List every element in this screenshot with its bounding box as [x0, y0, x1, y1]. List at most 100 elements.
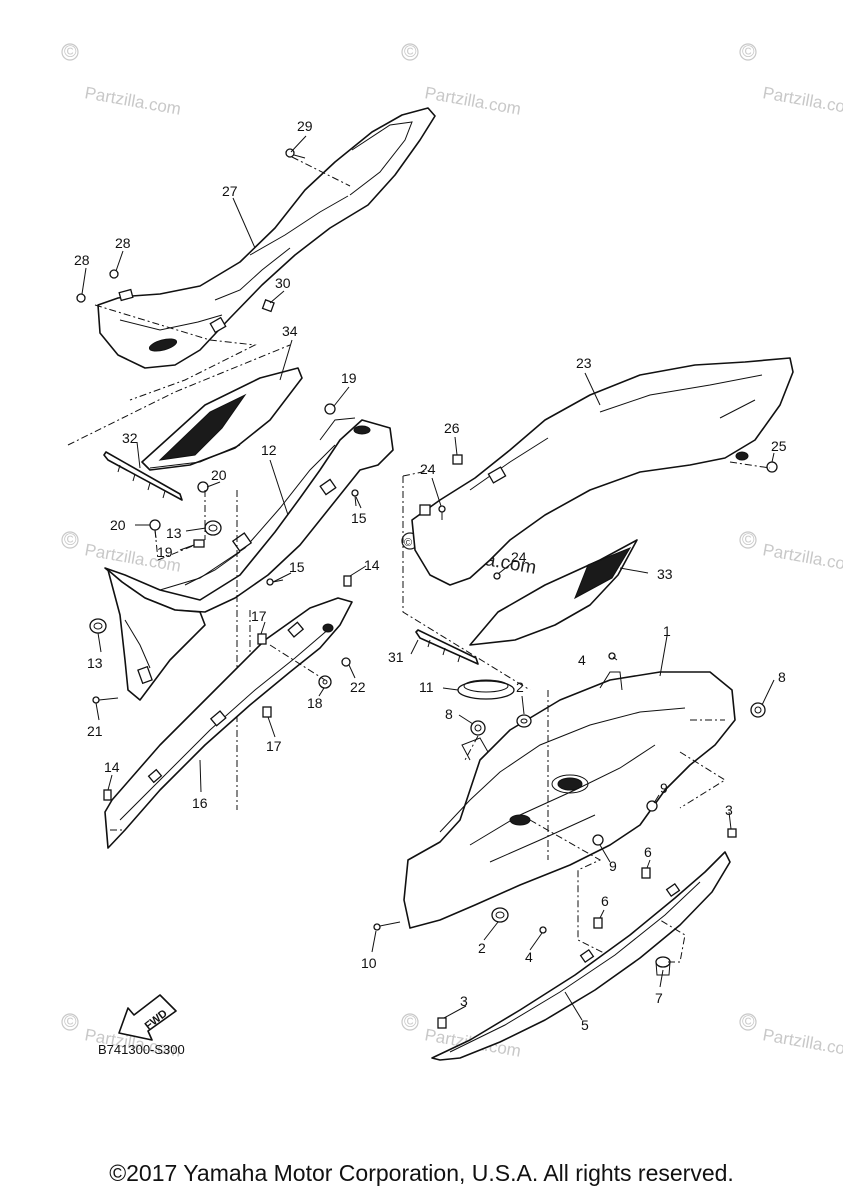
callout-16: 16: [192, 795, 208, 811]
part-5-lower-right-strip[interactable]: [431, 851, 731, 1061]
part-13-left-lower-panel[interactable]: [107, 569, 206, 701]
screw-10[interactable]: [373, 921, 401, 931]
callout-17: 17: [251, 608, 267, 624]
callout-15: 15: [289, 559, 305, 575]
nut-26[interactable]: [452, 454, 463, 465]
part-1-main-panel[interactable]: [403, 671, 736, 929]
watermark: © Partzilla.com: [739, 1012, 843, 1061]
watermark: ©Partzilla.com: [739, 42, 843, 119]
part-16-lower-left-strip[interactable]: [104, 597, 353, 849]
svg-text:©: ©: [404, 1012, 417, 1031]
callout-9: 9: [609, 858, 617, 874]
leader-lines: [81, 135, 775, 1021]
callout-14: 14: [364, 557, 380, 573]
screw-25[interactable]: [766, 461, 778, 473]
callout-25: 25: [771, 438, 787, 454]
callout-34: 34: [282, 323, 298, 339]
clip-6a[interactable]: [641, 867, 651, 879]
clip-17a[interactable]: [257, 633, 267, 645]
callout-26: 26: [444, 420, 460, 436]
bolt-8a[interactable]: [470, 720, 486, 736]
grommet-2b[interactable]: [491, 907, 509, 923]
screw-20b[interactable]: [149, 519, 161, 539]
fwd-arrow-icon: FWD: [118, 994, 177, 1041]
callout-23: 23: [576, 355, 592, 371]
callout-12: 12: [261, 442, 277, 458]
svg-text:©: ©: [64, 530, 77, 549]
nut-30[interactable]: [261, 299, 275, 313]
screw-29[interactable]: [285, 148, 306, 159]
plug-7[interactable]: [655, 956, 671, 976]
part-33-right-decal[interactable]: [469, 539, 638, 646]
svg-text:Partzilla.com: Partzilla.com: [423, 83, 522, 119]
callout-2: 2: [516, 679, 524, 695]
svg-text:Partzilla.com: Partzilla.com: [761, 1025, 843, 1061]
callout-29: 29: [297, 118, 313, 134]
grommet-2a[interactable]: [516, 714, 532, 728]
callout-13: 13: [87, 655, 103, 671]
screw-15a[interactable]: [351, 489, 359, 507]
clip-14a[interactable]: [343, 575, 352, 587]
clip-3a[interactable]: [727, 828, 737, 838]
grommet-22[interactable]: [341, 657, 351, 667]
callout-30: 30: [275, 275, 291, 291]
bolt-28b[interactable]: [109, 269, 119, 279]
svg-text:Partzilla.com: Partzilla.com: [83, 83, 182, 119]
screw-19a[interactable]: [324, 403, 336, 415]
callout-4: 4: [525, 949, 533, 965]
cap-11[interactable]: [457, 679, 515, 700]
screw-21[interactable]: [92, 696, 119, 704]
copyright-notice: ©2017 Yamaha Motor Corporation, U.S.A. A…: [109, 1160, 734, 1186]
part-23-right-upper-cover[interactable]: [411, 357, 794, 586]
callout-22: 22: [350, 679, 366, 695]
grommet-13a[interactable]: [204, 520, 222, 536]
callout-19: 19: [157, 544, 173, 560]
callout-9: 9: [660, 780, 668, 796]
callout-8: 8: [445, 706, 453, 722]
callout-32: 32: [122, 430, 138, 446]
callout-8: 8: [778, 669, 786, 685]
screw-15b[interactable]: [266, 578, 284, 586]
callout-4: 4: [578, 652, 586, 668]
part-32-trim[interactable]: [103, 451, 183, 501]
bolt-8b[interactable]: [750, 702, 766, 718]
svg-text:©: ©: [742, 1012, 755, 1031]
callout-14: 14: [104, 759, 120, 775]
screw-18[interactable]: [318, 675, 332, 689]
part-34-decal[interactable]: [141, 367, 303, 471]
svg-text:Partzilla.com: Partzilla.com: [761, 83, 843, 119]
screw-19b[interactable]: [193, 539, 205, 548]
callout-10: 10: [361, 955, 377, 971]
screw-20a[interactable]: [197, 481, 209, 493]
callout-21: 21: [87, 723, 103, 739]
clip-17b[interactable]: [262, 706, 272, 718]
part-27-upper-side-rail[interactable]: [97, 107, 436, 369]
screw-4b[interactable]: [539, 926, 547, 934]
part-31-right-trim[interactable]: [415, 629, 479, 665]
clip-6b[interactable]: [593, 917, 603, 929]
callout-20: 20: [211, 467, 227, 483]
callout-24: 24: [420, 461, 436, 477]
callout-labels: 29 27 28 28 30 34 19 32 12 20 15 20 13 1…: [74, 118, 787, 1033]
screw-24b[interactable]: [493, 572, 501, 580]
callout-2: 2: [478, 940, 486, 956]
grommet-13b[interactable]: [89, 618, 107, 634]
dashed-guide: [154, 529, 196, 561]
screw-9b[interactable]: [592, 834, 604, 846]
dashed-guide: [94, 304, 257, 401]
clip-3b[interactable]: [437, 1017, 447, 1029]
screw-9a[interactable]: [646, 800, 658, 812]
svg-text:©: ©: [64, 1012, 77, 1031]
dashed-guide: [269, 644, 326, 681]
callout-3: 3: [460, 993, 468, 1009]
watermark: ©Partzilla.com: [739, 530, 843, 576]
svg-text:©: ©: [742, 530, 755, 549]
callout-6: 6: [644, 844, 652, 860]
dashed-guide: [679, 751, 726, 809]
clip-14b[interactable]: [103, 789, 112, 801]
screw-24a[interactable]: [438, 505, 446, 520]
dashed-guide: [291, 156, 351, 187]
bolt-28a[interactable]: [76, 293, 86, 303]
